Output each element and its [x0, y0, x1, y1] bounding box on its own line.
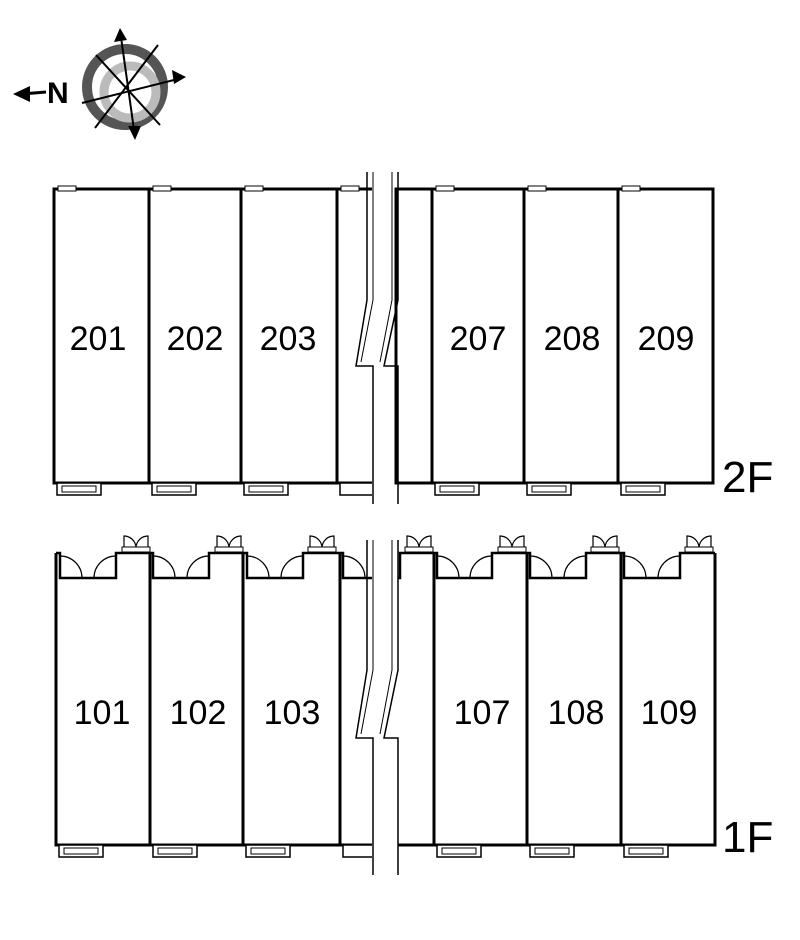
floor-label: 1F [722, 813, 773, 862]
unit-label: 203 [260, 320, 317, 358]
unit-label: 207 [450, 320, 507, 358]
unit-label: 208 [544, 320, 601, 358]
unit-label: 209 [638, 320, 695, 358]
unit-label: 109 [641, 694, 698, 732]
unit-label: 202 [167, 320, 224, 358]
floor-2f-right-block [394, 185, 715, 496]
compass: N [13, 28, 186, 140]
north-label: N [47, 77, 69, 110]
north-arrow-icon [13, 86, 47, 102]
unit-label: 102 [170, 694, 227, 732]
floor-1f-left-block [54, 535, 375, 858]
unit-label: 107 [454, 694, 511, 732]
compass-rose-icon [81, 28, 186, 140]
floor-1f-break-mark [355, 540, 399, 875]
floor-2f-left-block [52, 185, 376, 496]
floor-1f-right-block [398, 535, 717, 858]
floor-1f: 101 102 103 107 108 109 1F [54, 535, 773, 875]
unit-label: 101 [74, 694, 131, 732]
unit-label: 103 [264, 694, 321, 732]
floor-label: 2F [722, 453, 773, 502]
unit-label: 201 [70, 320, 127, 358]
floor-2f-break-mark [355, 172, 399, 504]
unit-label: 108 [548, 694, 605, 732]
floor-2f: 201 202 203 207 208 209 2F [52, 172, 773, 504]
